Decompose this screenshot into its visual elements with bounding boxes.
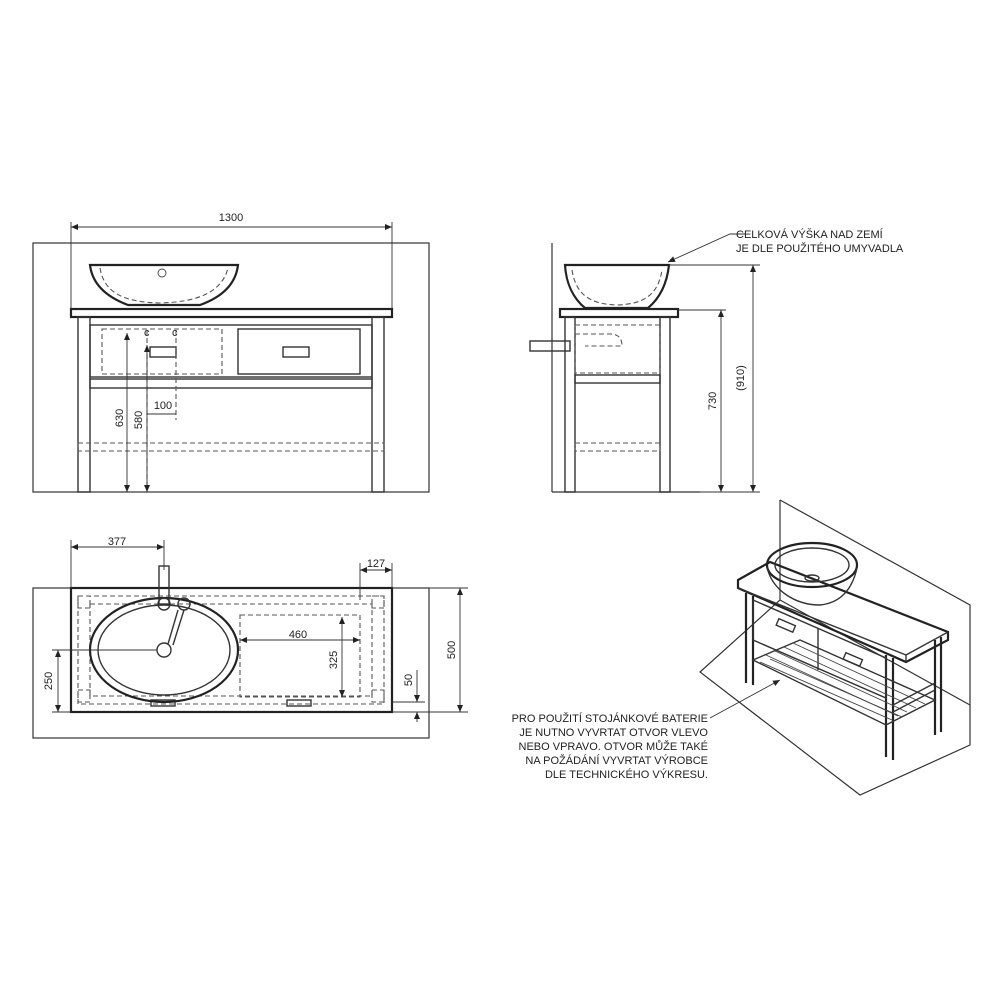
dim-127: 127 — [367, 558, 385, 570]
dim-1300: 1300 — [219, 212, 243, 224]
height-note-line-2: JE DLE POUŽITÉHO UMYVADLA — [736, 242, 904, 255]
front-drawer-frame — [89, 324, 373, 378]
dim-250: 250 — [43, 672, 55, 690]
svg-text:c: c — [144, 327, 150, 339]
side-basin — [563, 263, 671, 310]
side-countertop — [558, 307, 680, 319]
front-view: c c 1300 630 580 100 — [32, 212, 430, 493]
side-leg-left — [564, 316, 576, 493]
front-countertop — [69, 307, 394, 319]
iso-view: PRO POUŽITÍ STOJÁNKOVÉ BATERIE JE NUTNO … — [512, 499, 971, 796]
dim-50: 50 — [403, 674, 415, 686]
dim-460: 460 — [289, 629, 307, 641]
drawer-handle-left — [149, 346, 177, 358]
iso-note-line-2: JE NUTNO VYVRTAT OTVOR VLEVO — [519, 727, 708, 739]
front-basin — [88, 263, 240, 307]
front-drawer-left — [101, 328, 223, 375]
side-pipe — [529, 340, 571, 352]
side-leg-right — [659, 316, 671, 493]
front-basin-inner — [99, 267, 229, 304]
dim-730: 730 — [707, 392, 719, 410]
dim-910: (910) — [735, 365, 747, 391]
front-leg-right — [371, 316, 385, 493]
height-note-line-1: CELKOVÁ VÝŠKA NAD ZEMÍ — [736, 228, 884, 241]
dim-377: 377 — [108, 536, 126, 548]
dim-580: 580 — [133, 411, 145, 429]
top-view: 377 127 460 325 500 250 50 — [32, 536, 468, 739]
front-drawer-right — [237, 328, 361, 375]
dim-325: 325 — [328, 651, 340, 669]
dim-100: 100 — [154, 400, 172, 412]
front-shelf-lower — [77, 442, 385, 452]
drawer-handle-right — [282, 346, 310, 358]
iso-drawer-front — [752, 598, 887, 700]
iso-note-line-5: DLE TECHNICKÉHO VÝKRESU. — [545, 768, 708, 781]
front-leg-left — [77, 316, 91, 493]
iso-basin — [765, 541, 859, 589]
iso-note-line-3: NEBO VPRAVO. OTVOR MŮŽE TAKÉ — [519, 740, 708, 753]
side-view: CELKOVÁ VÝŠKA NAD ZEMÍ JE DLE POUŽITÉHO … — [529, 228, 904, 493]
front-shelf-upper — [89, 378, 373, 389]
iso-note-line-4: NA POŽÁDÁNÍ VYVRTAT VÝROBCE — [525, 754, 708, 767]
drain-hole — [157, 268, 167, 278]
dim-500: 500 — [446, 641, 458, 659]
svg-text:c: c — [172, 327, 178, 339]
iso-note-line-1: PRO POUŽITÍ STOJÁNKOVÉ BATERIE — [512, 712, 708, 725]
dim-630: 630 — [114, 409, 126, 427]
top-drain — [156, 642, 172, 658]
front-wall — [32, 242, 430, 493]
